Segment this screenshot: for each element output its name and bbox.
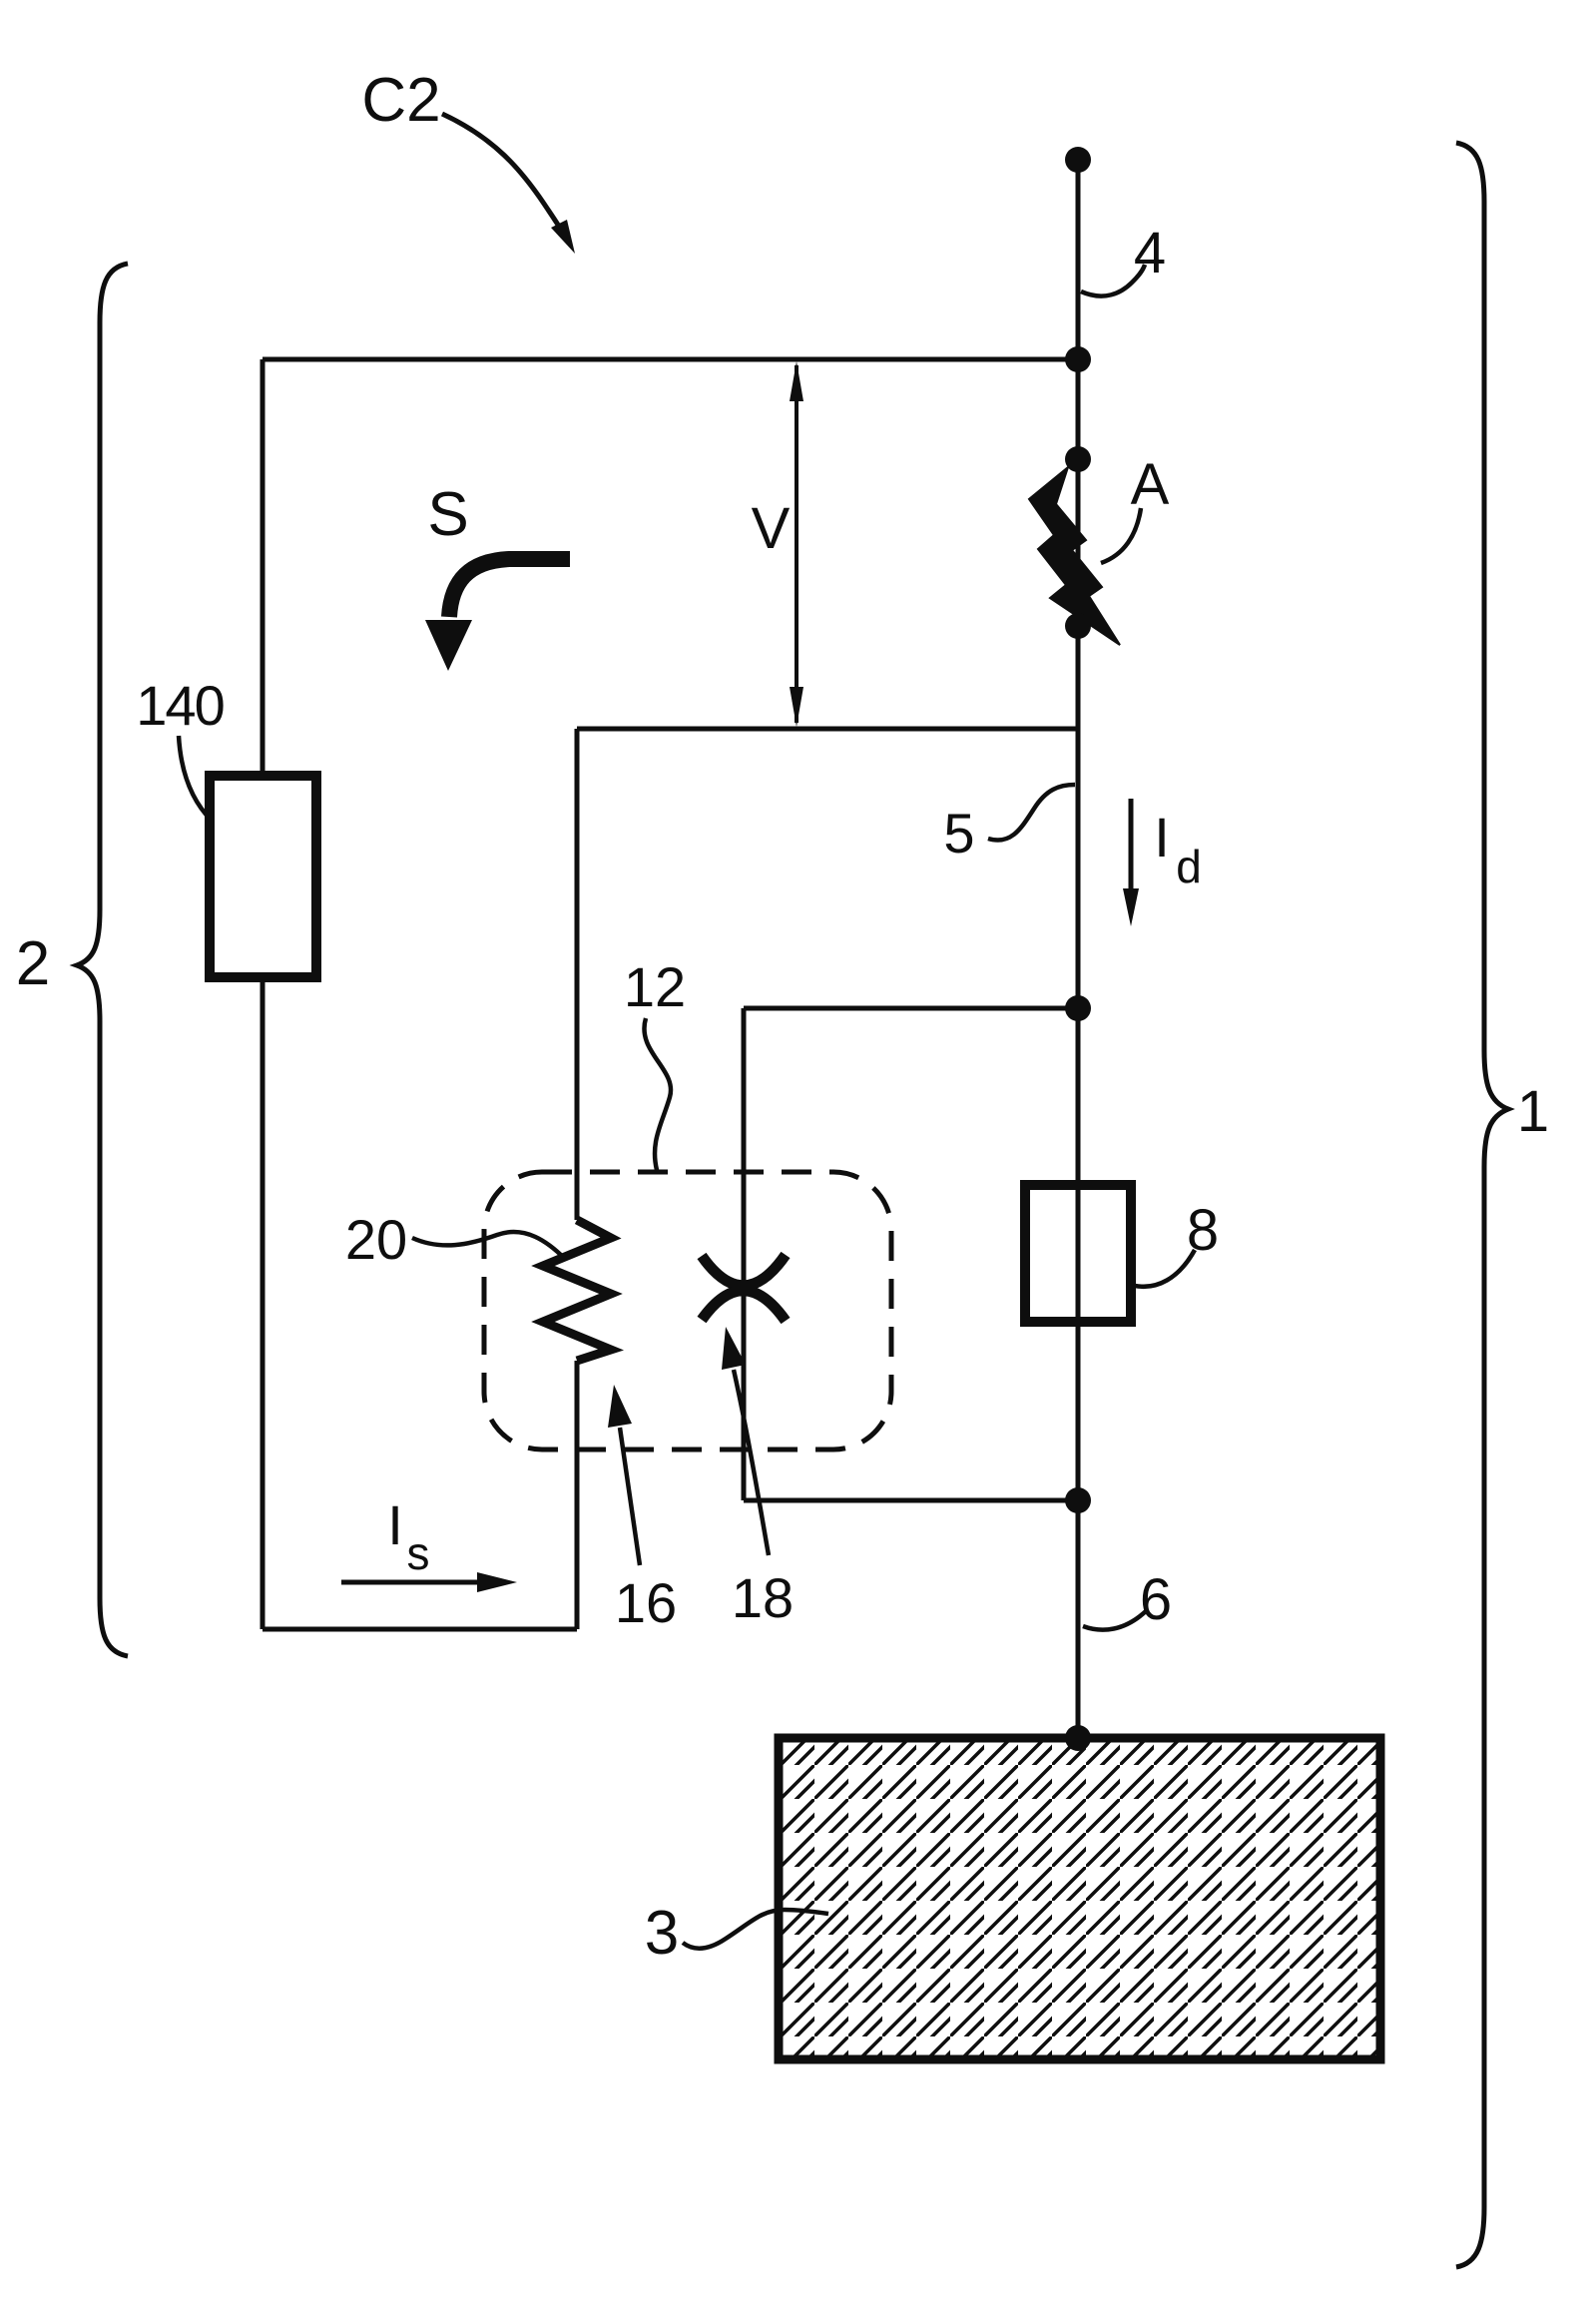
label-a: A — [1131, 452, 1170, 517]
junction-dot — [1065, 346, 1091, 372]
component-140-box — [205, 771, 321, 982]
label-2: 2 — [16, 929, 50, 998]
current-id-arrow — [1123, 799, 1139, 926]
leader-4 — [1080, 264, 1148, 298]
leader-12 — [642, 1017, 674, 1171]
junction-dot — [1065, 446, 1091, 472]
label-3: 3 — [645, 1899, 679, 1968]
label-s: S — [427, 480, 468, 549]
pointer-arrow-18 — [722, 1327, 772, 1556]
lightning-bolt-icon — [1027, 464, 1121, 646]
leader-lines — [176, 264, 1197, 1952]
junction-dot — [1065, 995, 1091, 1021]
current-is-arrow — [341, 1572, 517, 1592]
label-18: 18 — [732, 1566, 794, 1629]
label-id-main: I — [1154, 806, 1170, 869]
label-5: 5 — [943, 802, 974, 865]
c2-leader-arrow — [440, 111, 575, 254]
junction-dot — [1065, 147, 1091, 173]
reference-labels: C2 4 A V S 140 2 5 I d 12 20 8 1 16 18 I… — [16, 66, 1549, 1968]
label-is-sub: s — [407, 1527, 430, 1579]
junction-dot — [1065, 1487, 1091, 1513]
leader-6 — [1082, 1608, 1149, 1632]
leader-20 — [411, 1229, 567, 1261]
wires — [260, 160, 1081, 1738]
label-20: 20 — [345, 1208, 407, 1271]
label-12: 12 — [624, 955, 686, 1018]
label-c2: C2 — [361, 66, 440, 135]
module-12-dashed-box — [481, 1169, 894, 1452]
spark-gap-lower-arc — [697, 1285, 791, 1325]
leader-5 — [987, 782, 1076, 843]
label-8: 8 — [1187, 1198, 1219, 1263]
label-4: 4 — [1134, 221, 1166, 286]
spark-gap-symbol — [697, 1251, 791, 1325]
label-16: 16 — [615, 1571, 677, 1634]
label-is-main: I — [387, 1493, 403, 1556]
label-id-sub: d — [1176, 841, 1202, 892]
label-140: 140 — [136, 674, 223, 737]
pointer-arrow-16 — [608, 1385, 643, 1566]
leader-a — [1100, 507, 1144, 566]
label-v: V — [752, 496, 791, 561]
label-6: 6 — [1140, 1567, 1172, 1632]
component-8-box — [1020, 1180, 1136, 1327]
voltage-dimension-arrow — [790, 361, 803, 727]
junction-dot — [1065, 1725, 1091, 1751]
junction-dots — [1065, 147, 1091, 1751]
label-1: 1 — [1517, 1079, 1549, 1144]
junction-dot — [1065, 613, 1091, 639]
loop-direction-arrow — [425, 551, 570, 671]
resistor-symbol — [531, 1216, 625, 1366]
leader-140 — [176, 735, 214, 823]
leader-8 — [1134, 1248, 1197, 1290]
leader-3 — [681, 1907, 829, 1952]
brace-right-1 — [1455, 140, 1515, 2270]
brace-left-2 — [69, 261, 129, 1659]
ground-mass-box — [774, 1733, 1385, 2064]
